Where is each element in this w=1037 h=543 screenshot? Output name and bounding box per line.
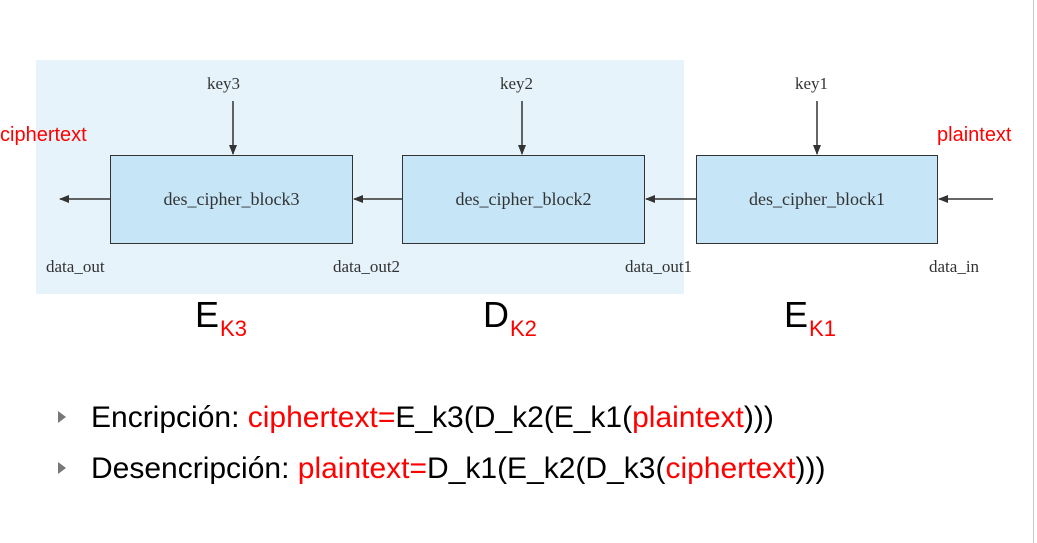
data-out2-label: data_out2: [333, 257, 401, 276]
bullet-triangle-icon: [58, 411, 66, 423]
plaintext-label: plaintext: [937, 124, 1012, 146]
des-cipher-block2: des_cipher_block2: [402, 155, 645, 244]
block1-label: des_cipher_block1: [749, 189, 885, 209]
bullet-decryption: Desencripción: plaintext=D_k1(E_k2(D_k3(…: [58, 452, 826, 486]
bullet-encryption: Encripción: ciphertext=E_k3(D_k2(E_k1(pl…: [58, 401, 774, 435]
slide-edge-divider: [1033, 0, 1034, 543]
ciphertext-label: ciphertext: [0, 124, 87, 146]
key2-label: key2: [500, 74, 534, 93]
des-cipher-block3: des_cipher_block3: [110, 155, 353, 244]
key3-label: key3: [207, 74, 241, 93]
operation-dk2: DK2: [483, 294, 537, 341]
key1-label: key1: [795, 74, 829, 93]
data-out1-label: data_out1: [625, 257, 693, 276]
data-out-label: data_out: [46, 257, 105, 276]
des-cipher-block1: des_cipher_block1: [696, 155, 938, 244]
block3-label: des_cipher_block3: [163, 189, 300, 209]
block2-label: des_cipher_block2: [455, 189, 592, 209]
data-in-label: data_in: [929, 257, 980, 276]
bullet-triangle-icon: [58, 462, 66, 474]
operation-ek1: EK1: [784, 294, 836, 341]
operation-ek3: EK3: [195, 294, 247, 341]
